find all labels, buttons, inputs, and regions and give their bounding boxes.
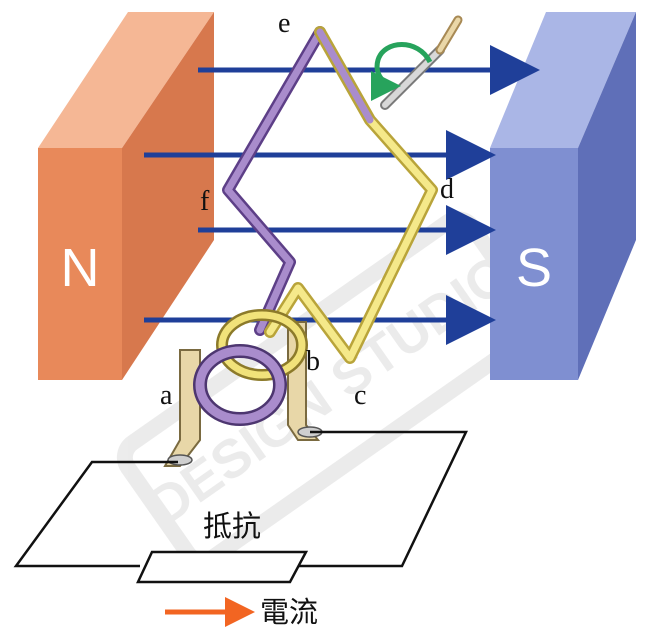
current-legend-label: 電流 [260,595,318,629]
north-pole-label: N [61,238,100,298]
point-label-e: e [278,8,290,39]
circuit-wires [13,430,468,568]
commutator [193,309,308,426]
current-legend: 電流 [165,595,318,629]
rotation-arrow-icon [370,42,433,101]
resistor [136,550,309,584]
point-label-d: d [440,174,454,205]
coil-yellow-side [264,26,438,364]
crank-handle [380,15,463,110]
point-label-a: a [160,380,173,411]
coil-purple-side [222,26,326,336]
north-magnet: N [38,12,214,380]
resistor-label: 抵抗 [203,509,261,543]
south-pole-label: S [516,238,552,298]
point-label-c: c [354,380,366,411]
south-magnet: S [490,12,636,380]
brush-a [163,349,201,467]
point-label-f: f [200,186,210,217]
point-label-b: b [306,346,320,377]
